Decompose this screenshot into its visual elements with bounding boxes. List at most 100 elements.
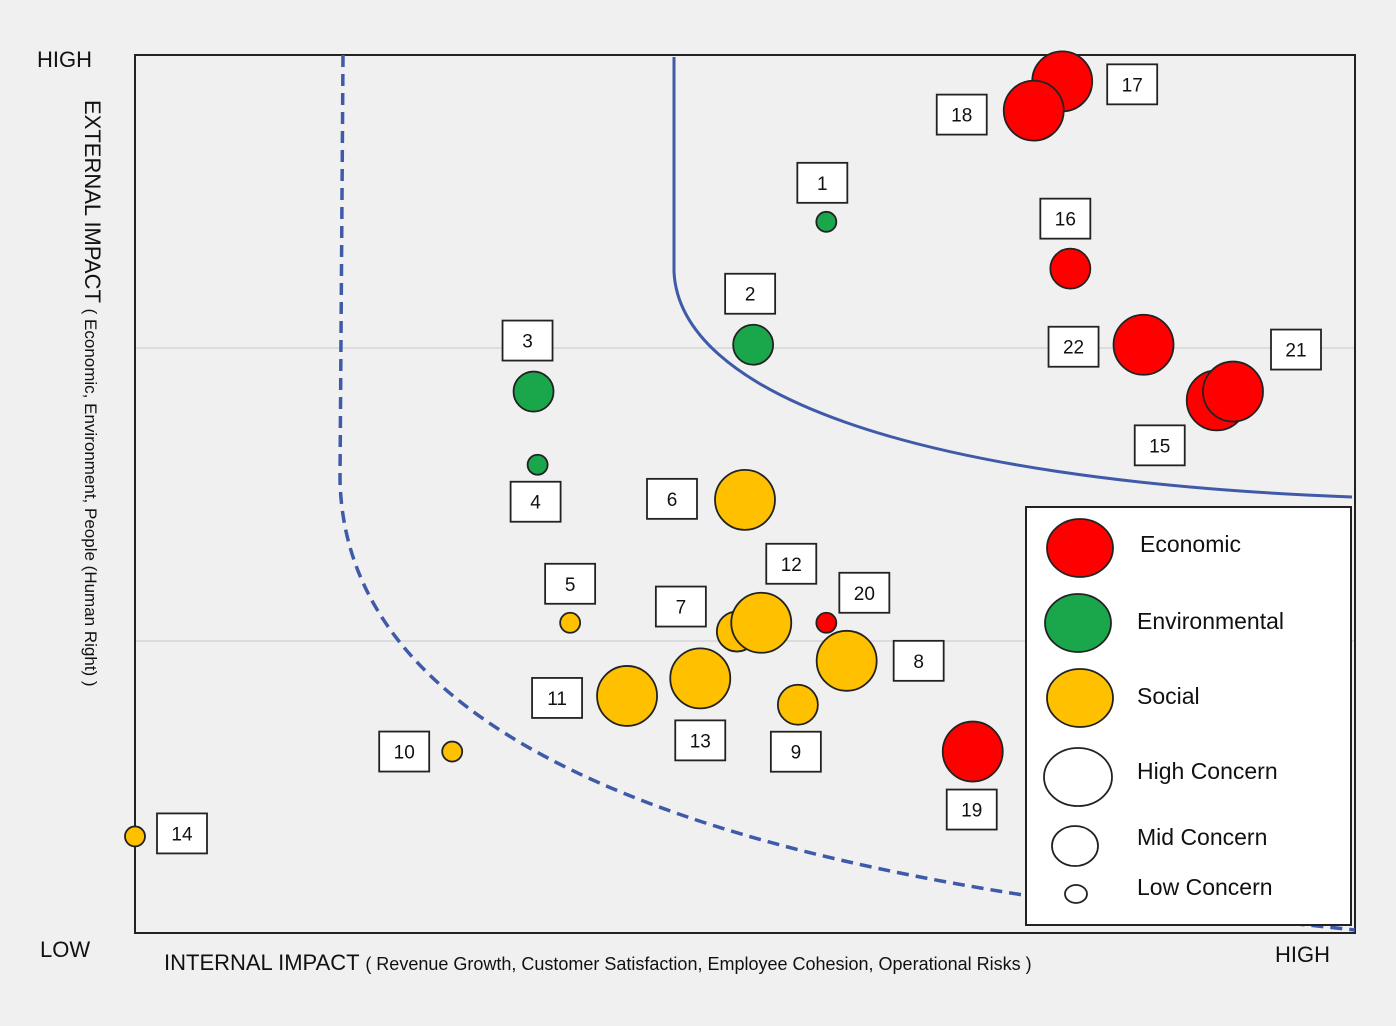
legend-label: High Concern (1137, 758, 1278, 784)
bubble-14 (124, 825, 146, 848)
point-label-text: 8 (913, 652, 924, 673)
point-label-3: 3 (501, 319, 554, 362)
point-label-box (674, 719, 727, 762)
x-axis-title-detail: ( Revenue Growth, Customer Satisfaction,… (365, 954, 1031, 974)
point-label-8: 8 (892, 639, 945, 682)
bubble-12 (730, 591, 793, 654)
point-label-box (654, 585, 707, 628)
point-label-box (765, 542, 818, 585)
bubble-3 (512, 370, 555, 413)
point-label-5: 5 (544, 562, 597, 605)
point-label-text: 22 (1063, 338, 1084, 359)
legend-label: Mid Concern (1137, 824, 1267, 850)
legend-marker-mid-concern (1051, 825, 1099, 867)
bubble-11 (596, 665, 658, 727)
y-axis-title: EXTERNAL IMPACT ( Economic, Environment,… (80, 100, 105, 687)
point-label-19: 19 (945, 788, 998, 831)
point-label-text: 16 (1055, 210, 1076, 231)
high-threshold-curve (672, 57, 1353, 499)
point-label-box (378, 730, 431, 773)
bubble-22 (1112, 313, 1175, 376)
point-label-box (892, 639, 945, 682)
y-axis-high-label: HIGH (37, 47, 92, 72)
point-label-box (838, 571, 891, 614)
bubble-21 (1202, 360, 1264, 423)
point-label-text: 13 (690, 731, 711, 752)
point-label-21: 21 (1270, 328, 1322, 371)
point-label-box (1047, 325, 1100, 368)
bubble-10 (441, 740, 464, 763)
x-axis-title-main: INTERNAL IMPACT (164, 950, 359, 975)
point-label-box (724, 272, 777, 315)
point-label-text: 10 (394, 743, 415, 764)
legend-marker-social (1046, 668, 1114, 728)
point-label-box (531, 677, 583, 719)
bubble-19 (941, 720, 1004, 783)
point-label-box (501, 319, 554, 362)
point-label-text: 1 (817, 174, 828, 195)
point-label-text: 20 (854, 584, 875, 605)
point-label-6: 6 (646, 477, 698, 520)
legend-marker-environmental (1044, 593, 1112, 653)
point-label-text: 2 (745, 285, 756, 306)
point-label-box (1106, 63, 1159, 106)
point-label-text: 11 (547, 689, 567, 710)
point-label-2: 2 (724, 272, 777, 315)
bubble-13 (669, 647, 732, 710)
point-label-text: 17 (1122, 75, 1143, 96)
bubble-16 (1049, 247, 1092, 290)
legend-label: Environmental (1137, 608, 1284, 634)
point-label-9: 9 (769, 730, 822, 773)
point-label-text: 4 (530, 493, 541, 514)
point-label-16: 16 (1039, 197, 1092, 240)
point-label-17: 17 (1106, 63, 1159, 106)
y-axis-title-main: EXTERNAL IMPACT (80, 100, 105, 303)
point-label-box (509, 480, 562, 523)
y-axis-title-detail: ( Economic, Environment, People (Human R… (81, 309, 100, 687)
point-label-text: 3 (522, 332, 533, 353)
bubble-6 (714, 468, 776, 531)
bubble-8 (815, 629, 878, 692)
point-label-text: 15 (1149, 436, 1170, 457)
bubble-4 (526, 453, 549, 476)
point-label-13: 13 (674, 719, 727, 762)
bubble-2 (732, 323, 775, 366)
x-axis-title: INTERNAL IMPACT ( Revenue Growth, Custom… (164, 950, 1032, 975)
legend-marker-economic (1046, 518, 1114, 578)
point-label-11: 11 (531, 677, 583, 719)
legend-marker-high-concern (1043, 747, 1113, 807)
point-label-box (156, 812, 208, 855)
x-axis-high-label: HIGH (1275, 942, 1330, 967)
point-label-1: 1 (796, 161, 849, 204)
point-label-4: 4 (509, 480, 562, 523)
bubble-20 (815, 611, 838, 634)
point-label-box (1270, 328, 1322, 371)
x-axis-low-label: LOW (40, 937, 90, 962)
point-label-12: 12 (765, 542, 818, 585)
bubble-1 (815, 210, 838, 233)
point-label-text: 12 (781, 555, 802, 576)
point-label-box (796, 161, 849, 204)
point-label-text: 6 (667, 490, 678, 511)
legend-label: Social (1137, 683, 1200, 709)
legend-label: Low Concern (1137, 874, 1273, 900)
point-label-text: 21 (1285, 341, 1306, 362)
point-label-box (935, 93, 988, 136)
point-label-20: 20 (838, 571, 891, 614)
point-label-text: 7 (676, 598, 687, 619)
legend-label: Economic (1140, 531, 1241, 557)
point-label-box (544, 562, 597, 605)
point-label-box (646, 477, 698, 520)
point-label-text: 5 (565, 575, 576, 596)
bubble-18 (1002, 79, 1065, 142)
point-label-text: 18 (951, 106, 972, 127)
legend-marker-low-concern (1064, 884, 1088, 904)
point-label-7: 7 (654, 585, 707, 628)
bubble-9 (776, 683, 819, 726)
point-label-text: 19 (961, 801, 982, 822)
point-label-10: 10 (378, 730, 431, 773)
point-label-22: 22 (1047, 325, 1100, 368)
point-label-box (945, 788, 998, 831)
